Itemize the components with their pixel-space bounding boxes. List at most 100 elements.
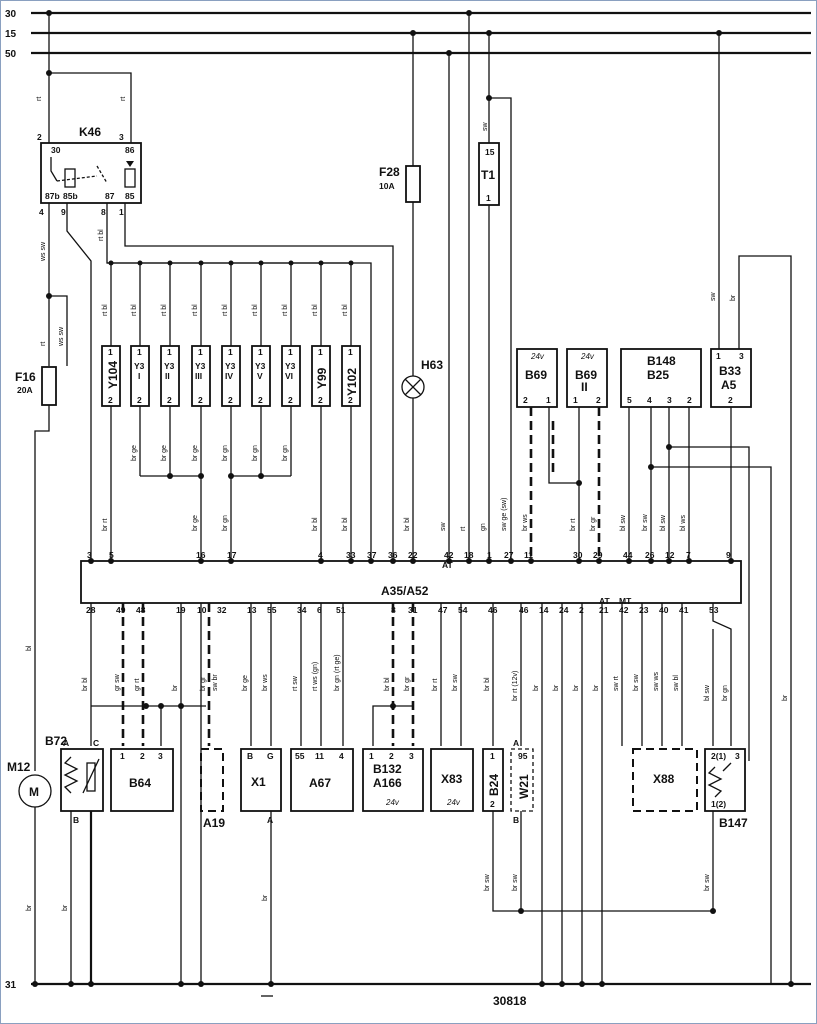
svg-text:sw bl: sw bl (673, 675, 680, 691)
svg-text:br: br (782, 694, 789, 701)
svg-text:ws sw: ws sw (58, 326, 65, 347)
svg-text:87b: 87b (45, 191, 60, 201)
svg-text:br: br (553, 684, 560, 691)
svg-text:5: 5 (627, 395, 632, 405)
svg-text:M: M (29, 785, 39, 799)
svg-text:B147: B147 (719, 816, 748, 830)
svg-text:br: br (26, 904, 33, 911)
svg-text:rt bl: rt bl (342, 304, 349, 316)
component-a19: A19 (200, 748, 225, 830)
svg-text:1: 1 (108, 347, 113, 357)
svg-text:br gn: br gn (252, 445, 259, 461)
component-b72: B72 A C B br (45, 734, 104, 987)
control-unit-a35-a52: A35/A52 3 5 16 17 4 33 37 36 22 42 AT 18… (80, 550, 742, 615)
svg-text:br bl: br bl (384, 677, 391, 691)
svg-text:55: 55 (267, 605, 277, 615)
svg-text:15: 15 (485, 147, 495, 157)
svg-text:X1: X1 (251, 775, 266, 789)
svg-text:I: I (138, 371, 140, 381)
svg-text:1: 1 (137, 347, 142, 357)
svg-text:2: 2 (490, 799, 495, 809)
rail-15-label: 15 (5, 29, 17, 40)
rail-30-label: 30 (5, 9, 17, 20)
svg-text:86: 86 (125, 145, 135, 155)
svg-text:48: 48 (136, 605, 146, 615)
svg-text:55: 55 (295, 751, 305, 761)
svg-text:sw ws: sw ws (653, 671, 660, 691)
svg-text:1: 1 (487, 550, 492, 560)
svg-text:br bl: br bl (484, 677, 491, 691)
svg-text:rt bl: rt bl (161, 304, 168, 316)
svg-text:A: A (63, 738, 69, 748)
drawing-number: 30818 (493, 994, 527, 1008)
svg-text:rt ws (gn): rt ws (gn) (312, 662, 319, 691)
svg-text:47: 47 (438, 605, 448, 615)
svg-text:3: 3 (735, 751, 740, 761)
svg-text:4: 4 (318, 550, 323, 560)
svg-text:B25: B25 (647, 368, 669, 382)
svg-text:Y3: Y3 (134, 361, 145, 371)
svg-text:2: 2 (596, 395, 601, 405)
svg-text:4: 4 (339, 751, 344, 761)
svg-text:F16: F16 (15, 370, 36, 384)
svg-text:6: 6 (317, 605, 322, 615)
svg-text:2: 2 (348, 395, 353, 405)
svg-text:C: C (93, 738, 99, 748)
svg-text:1: 1 (288, 347, 293, 357)
svg-text:3: 3 (87, 550, 92, 560)
power-rails: 30 15 50 31 (5, 9, 811, 991)
svg-text:br gn: br gn (222, 515, 229, 531)
svg-text:13: 13 (247, 605, 257, 615)
svg-text:87: 87 (105, 191, 115, 201)
svg-text:A5: A5 (721, 378, 737, 392)
svg-text:1: 1 (318, 347, 323, 357)
svg-text:3: 3 (158, 751, 163, 761)
svg-text:A67: A67 (309, 776, 331, 790)
svg-text:gr sw: gr sw (114, 673, 121, 691)
component-a67: 55 11 4 A67 (290, 748, 354, 812)
svg-text:3: 3 (119, 132, 124, 142)
svg-text:br sw: br sw (484, 873, 491, 891)
svg-text:1(2): 1(2) (711, 799, 726, 809)
svg-text:br ge: br ge (192, 515, 199, 531)
svg-text:br bl: br bl (342, 517, 349, 531)
component-w21: A 95 W21 B br sw (510, 738, 534, 914)
svg-text:br rt: br rt (570, 519, 577, 532)
component-b132-a166: 1 2 3 B132 A166 24v (362, 748, 424, 812)
svg-text:br gn: br gn (282, 445, 289, 461)
svg-text:rt bl: rt bl (98, 229, 105, 241)
svg-text:br gn (rt ge): br gn (rt ge) (334, 654, 341, 691)
svg-text:24: 24 (559, 605, 569, 615)
svg-text:17: 17 (227, 550, 237, 560)
sensor-b33-a5: sw br 1 3 B33 A5 2 br (710, 30, 792, 984)
svg-text:11: 11 (315, 751, 324, 761)
svg-text:B69: B69 (525, 368, 547, 382)
svg-text:2: 2 (37, 132, 42, 142)
svg-text:7: 7 (686, 550, 691, 560)
svg-text:12: 12 (665, 550, 675, 560)
svg-text:16: 16 (196, 550, 206, 560)
svg-text:Y104: Y104 (106, 361, 120, 389)
svg-text:sw br: sw br (212, 674, 219, 691)
connector-x83: X83 24v (430, 748, 474, 812)
svg-text:11: 11 (524, 550, 533, 560)
svg-text:Y99: Y99 (315, 367, 329, 389)
svg-text:br ge: br ge (131, 445, 138, 461)
svg-text:1: 1 (546, 395, 551, 405)
sensor-b69-ii: 24v B69 II 1 2 br rt br gr (551, 348, 608, 561)
svg-text:A35/A52: A35/A52 (381, 584, 429, 598)
lamp-h63: H63 br bl (401, 358, 443, 561)
svg-text:br bl: br bl (82, 677, 89, 691)
svg-text:br: br (573, 684, 580, 691)
svg-text:AT: AT (442, 560, 454, 570)
svg-text:1: 1 (228, 347, 233, 357)
svg-text:30: 30 (51, 145, 61, 155)
svg-text:30: 30 (573, 550, 583, 560)
svg-text:br sw: br sw (642, 513, 649, 531)
svg-text:2: 2 (523, 395, 528, 405)
svg-text:44: 44 (623, 550, 633, 560)
svg-text:B: B (247, 751, 253, 761)
svg-text:X83: X83 (441, 772, 463, 786)
svg-text:Y3: Y3 (195, 361, 206, 371)
